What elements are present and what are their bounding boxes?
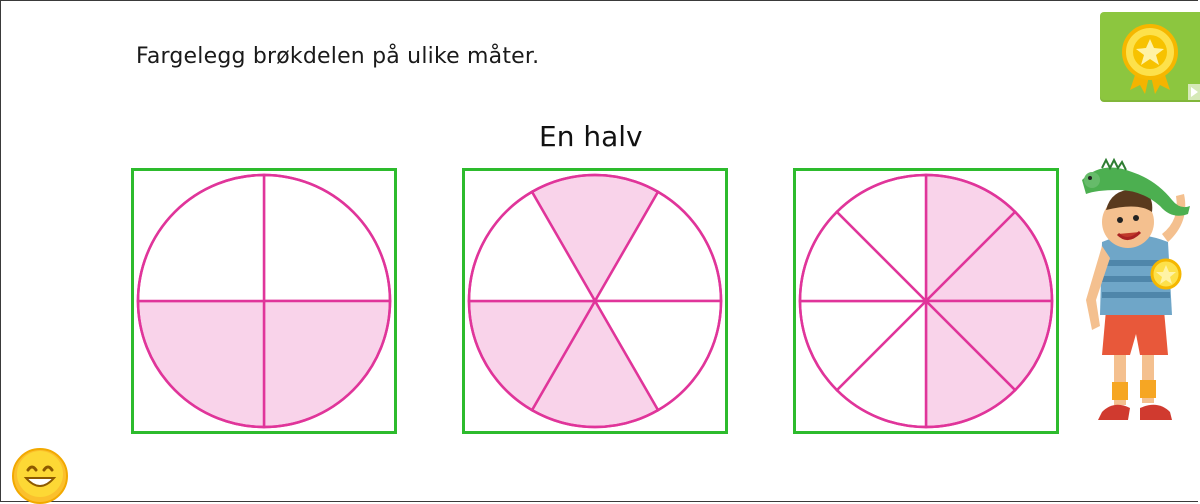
fraction-panel-eighths[interactable] xyxy=(793,168,1059,434)
circle-sixths[interactable] xyxy=(465,171,725,431)
fraction-panel-quarters[interactable] xyxy=(131,168,397,434)
circle-quarters[interactable] xyxy=(134,171,394,431)
quarters-sector-4[interactable] xyxy=(136,173,266,303)
award-medal-icon xyxy=(1122,24,1178,94)
quarters-sector-1[interactable] xyxy=(262,173,392,303)
fraction-title: En halv xyxy=(539,120,643,153)
smiley-icon[interactable] xyxy=(8,444,72,504)
boy-with-iguana-mascot xyxy=(1082,157,1190,420)
quarters-sector-3[interactable] xyxy=(136,299,266,429)
award-button[interactable] xyxy=(1100,12,1200,102)
fraction-panel-sixths[interactable] xyxy=(462,168,728,434)
circle-eighths[interactable] xyxy=(796,171,1056,431)
instruction-text: Fargelegg brøkdelen på ulike måter. xyxy=(136,44,540,69)
play-arrow-icon[interactable] xyxy=(1188,84,1200,100)
quarters-sector-2[interactable] xyxy=(262,299,392,429)
